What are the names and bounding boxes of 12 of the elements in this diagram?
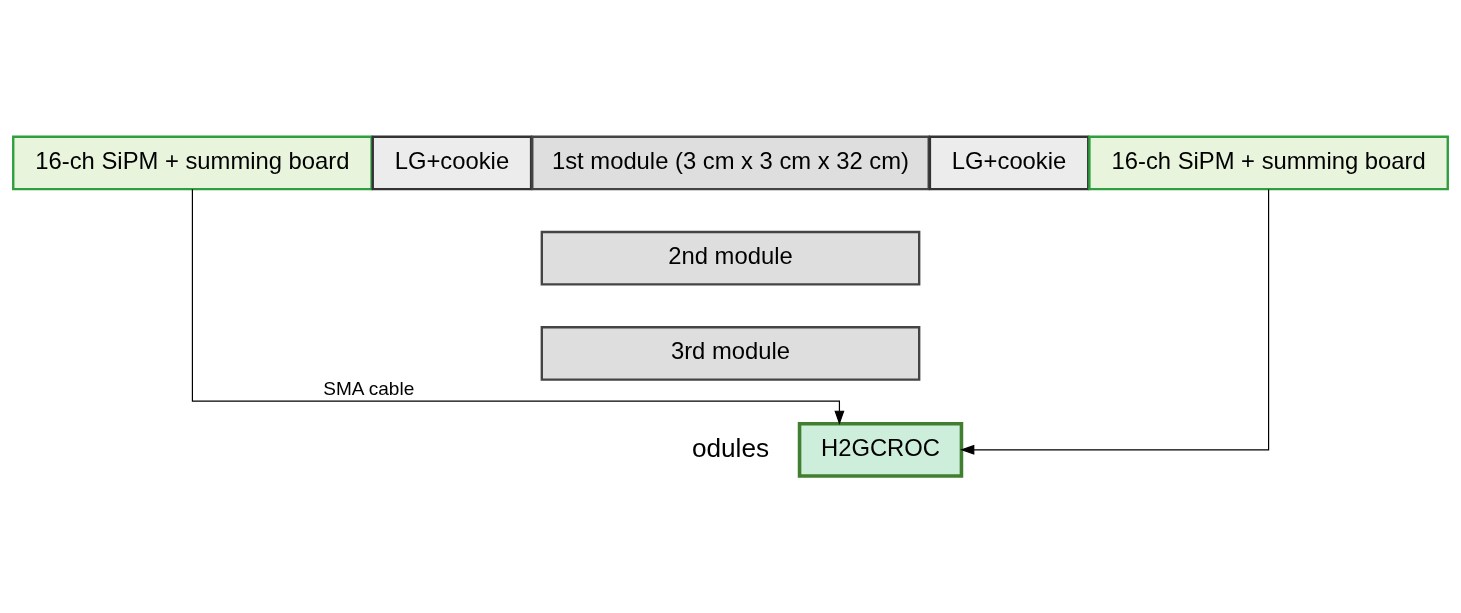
arrow — [191, 188, 845, 425]
label: odules — [691, 432, 770, 463]
edge-label: SMA cable — [323, 377, 415, 399]
node-box: 16-ch SiPM + summing board — [12, 135, 373, 190]
node-box: LG+cookie — [928, 135, 1090, 190]
node-box: 3rd module — [540, 325, 921, 381]
node-box: 2nd module — [540, 230, 921, 286]
node-box: 1st module (3 cm x 3 cm x 32 cm) — [531, 135, 930, 190]
node-box: H2GCROC — [797, 421, 964, 478]
arrow — [960, 188, 1270, 455]
node-box: LG+cookie — [371, 135, 533, 190]
node-box: 16-ch SiPM + summing board — [1088, 135, 1449, 190]
